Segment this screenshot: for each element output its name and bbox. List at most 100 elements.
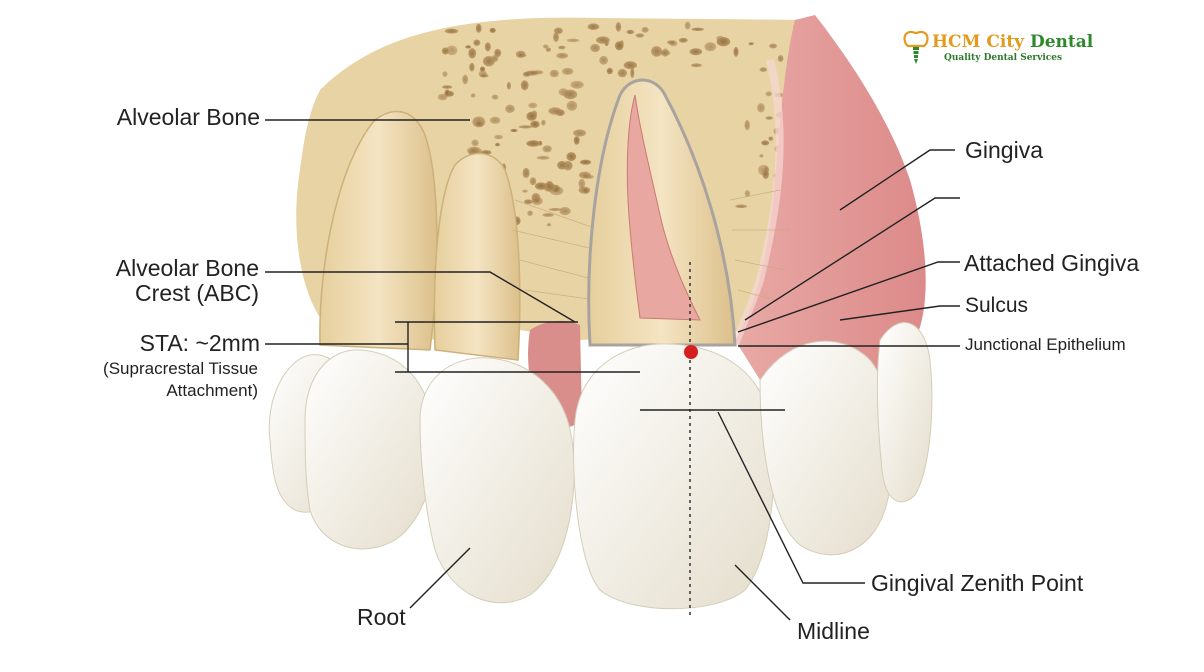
bone-pore <box>548 208 562 211</box>
label-root: Root <box>357 604 406 630</box>
bone-pore <box>761 140 770 146</box>
bone-pore <box>769 43 778 49</box>
bone-pore <box>777 55 784 62</box>
bone-pore <box>546 223 552 227</box>
label-gingival-zenith-point: Gingival Zenith Point <box>871 570 1084 596</box>
central-incisor-crown <box>573 343 775 610</box>
bone-pore <box>573 136 580 145</box>
bone-pore <box>483 56 495 67</box>
bone-pore <box>762 169 769 179</box>
bone-pore <box>541 119 546 126</box>
bone-pore <box>573 129 587 137</box>
bone-pore <box>716 37 731 47</box>
bone-pore <box>473 39 481 46</box>
bone-pore <box>549 69 559 78</box>
bone-pore <box>518 125 533 129</box>
bone-pore <box>505 104 515 114</box>
bone-pore <box>570 80 584 89</box>
tooth-implant-icon <box>903 30 929 64</box>
label-alveolar-bone: Alveolar Bone <box>116 104 260 130</box>
logo-title: HCM City Dental <box>932 32 1093 52</box>
leader-root <box>409 547 471 609</box>
bone-pore <box>615 22 622 32</box>
bone-pore <box>528 102 538 109</box>
bone-pore <box>545 47 552 52</box>
label-midline: Midline <box>797 618 870 644</box>
logo-subtitle: Quality Dental Services <box>944 53 1063 63</box>
label-junctional-epithelium: Junctional Epithelium <box>965 335 1126 354</box>
bone-pore <box>735 204 748 209</box>
bone-pore <box>522 71 531 77</box>
bone-pore <box>542 44 549 49</box>
bone-pore <box>470 93 476 98</box>
bone-pore <box>441 47 449 55</box>
bone-pore <box>530 120 540 128</box>
bone-pore <box>475 23 482 33</box>
bone-pore <box>484 42 491 52</box>
gingiva-tissue <box>735 15 926 380</box>
pulp-canal <box>626 94 701 321</box>
bone-pore <box>556 52 569 59</box>
bone-pore <box>759 154 764 158</box>
bone-pore <box>542 145 552 153</box>
bone-pore <box>651 46 663 57</box>
bone-pore <box>531 197 543 205</box>
label-attached-gingiva: Attached Gingiva <box>964 250 1140 276</box>
bone-pore <box>559 207 571 216</box>
leader-gingiva <box>839 149 955 211</box>
bone-pore <box>765 116 773 120</box>
bone-pore <box>469 62 475 72</box>
bone-pore <box>578 178 586 189</box>
bone-pore <box>678 37 688 43</box>
bone-pore <box>748 42 754 46</box>
bone-pore <box>520 80 529 91</box>
bone-pore <box>479 73 489 78</box>
label-sulcus: Sulcus <box>965 294 1029 317</box>
far-right-crown <box>876 322 933 503</box>
bone-pore <box>566 38 580 43</box>
right-lateral-crown <box>759 340 894 556</box>
bone-pore <box>489 27 496 33</box>
bone-pore <box>465 45 472 49</box>
label-abc-line1: Alveolar Bone <box>115 255 259 281</box>
label-abc-line2: Crest (ABC) <box>135 280 259 306</box>
bone-pore <box>506 81 511 90</box>
bone-pore <box>690 63 703 68</box>
hcm-city-dental-logo: HCM City Dental Quality Dental Services <box>902 30 1093 70</box>
leader-unlabeled <box>744 197 960 321</box>
bone-pore <box>566 100 578 111</box>
bone-pore <box>495 142 500 147</box>
bone-pore <box>691 27 705 31</box>
bone-pore <box>704 42 717 52</box>
bone-pore <box>614 41 624 51</box>
bone-pore <box>553 32 559 42</box>
bone-pore <box>669 40 678 47</box>
leader-abc <box>265 271 576 323</box>
bone-pore <box>494 134 503 140</box>
canine-root <box>433 152 521 361</box>
bone-pore <box>596 36 610 44</box>
lateral-incisor-crown <box>304 349 435 550</box>
bone-pore <box>548 107 562 115</box>
bone-pore <box>542 213 554 217</box>
bone-pore <box>526 140 541 147</box>
leader-sulcus <box>839 305 960 321</box>
bone-pore <box>578 171 591 179</box>
bone-pore <box>536 155 550 160</box>
bone-pore <box>689 48 703 56</box>
bone-pore <box>599 55 608 65</box>
bone-pore <box>526 111 537 121</box>
bone-pore <box>479 66 486 72</box>
bone-pore <box>557 160 567 170</box>
periodontal-ligament-fibers <box>511 189 790 301</box>
label-sta-line2: (Supracrestal Tissue <box>103 359 258 378</box>
bone-pore <box>462 74 469 85</box>
bone-pore <box>566 152 577 162</box>
bone-pore <box>558 45 566 50</box>
bone-pore <box>744 120 750 131</box>
bone-pore <box>466 146 480 155</box>
bone-pore <box>491 94 499 100</box>
bone-pore <box>757 103 765 113</box>
bone-pore <box>579 159 592 165</box>
